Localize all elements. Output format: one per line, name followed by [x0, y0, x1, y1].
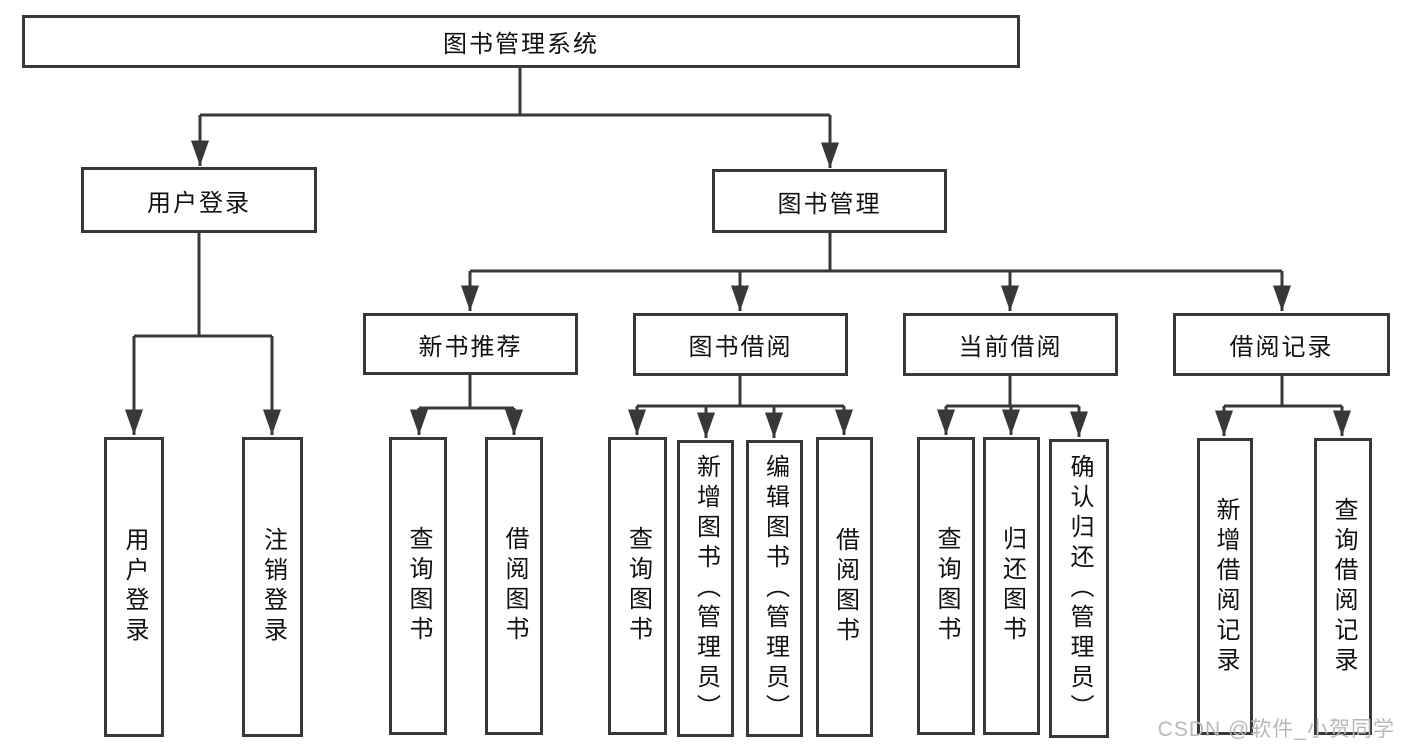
leaf-label: 注销登录: [259, 527, 287, 647]
leaf-query-books-borrow: 查询图书: [608, 437, 667, 735]
leaf-borrow-books-recommend: 借阅图书: [485, 437, 543, 735]
leaf-add-book-admin: 新增图书（管理员）: [677, 440, 734, 737]
leaf-label: 归还图书: [998, 526, 1026, 646]
leaf-borrow-books: 借阅图书: [816, 437, 873, 737]
leaf-logout: 注销登录: [242, 437, 303, 737]
node-current-borrow: 当前借阅: [903, 313, 1118, 376]
node-user-login: 用户登录: [81, 167, 317, 233]
node-borrow-records: 借阅记录: [1173, 313, 1390, 376]
leaf-label: 查询图书: [405, 526, 432, 646]
leaf-confirm-return-admin: 确认归还（管理员）: [1049, 439, 1109, 738]
leaf-user-login: 用户登录: [104, 437, 164, 737]
node-book-borrow: 图书借阅: [633, 313, 848, 376]
node-new-book-recommend: 新书推荐: [363, 313, 578, 375]
watermark: CSDN @软件_小贺同学: [1157, 718, 1395, 741]
node-book-management: 图书管理: [712, 169, 947, 233]
leaf-label: 新增借阅记录: [1212, 496, 1239, 677]
leaf-label: 查询图书: [933, 526, 960, 646]
leaf-label: 借阅图书: [831, 527, 859, 647]
leaf-add-borrow-record: 新增借阅记录: [1197, 438, 1253, 735]
leaf-query-books-recommend: 查询图书: [389, 437, 447, 735]
leaf-label: 新增图书（管理员）: [692, 453, 720, 724]
leaf-return-book: 归还图书: [983, 437, 1040, 735]
node-library-system: 图书管理系统: [22, 15, 1020, 68]
leaf-label: 编辑图书（管理员）: [761, 453, 789, 724]
leaf-label: 用户登录: [121, 527, 148, 647]
leaf-label: 确认归还（管理员）: [1066, 453, 1093, 724]
leaf-query-books-current: 查询图书: [917, 437, 975, 735]
leaf-label: 借阅图书: [501, 526, 528, 646]
leaf-label: 查询借阅记录: [1330, 496, 1357, 677]
leaf-label: 查询图书: [624, 526, 652, 646]
leaf-edit-book-admin: 编辑图书（管理员）: [746, 440, 803, 737]
leaf-query-borrow-record: 查询借阅记录: [1314, 438, 1372, 735]
